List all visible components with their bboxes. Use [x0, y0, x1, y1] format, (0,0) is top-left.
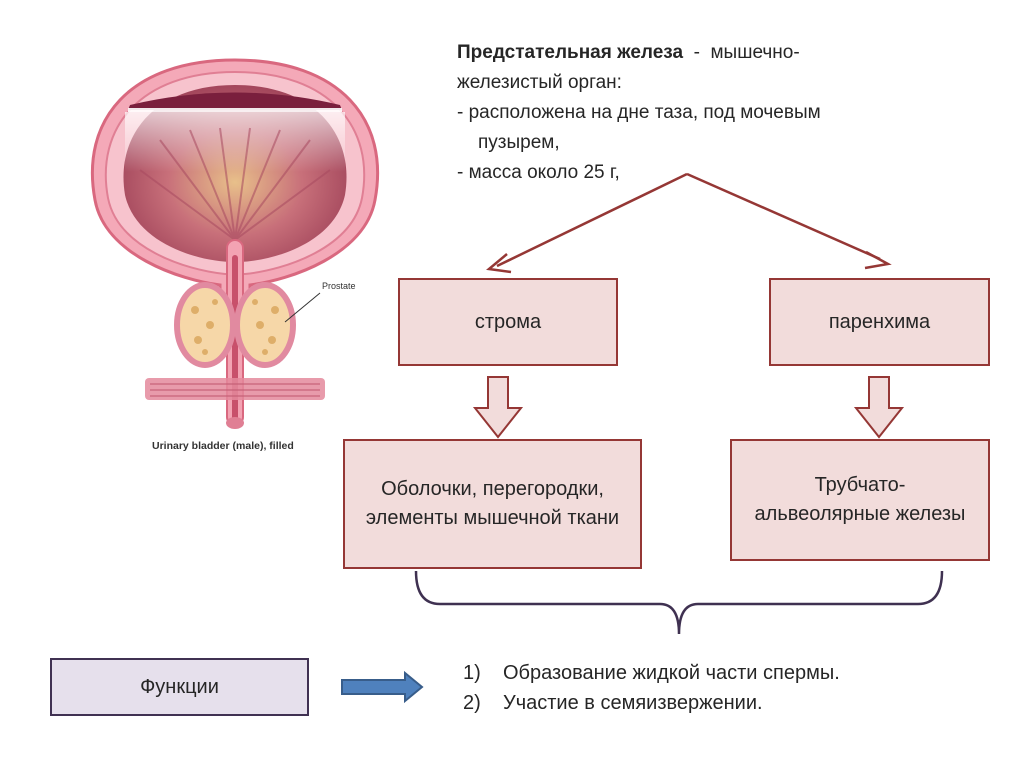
parenchyma-label: паренхима [828, 310, 931, 333]
functions-arrow [341, 670, 424, 704]
urine-level [128, 92, 342, 110]
split-arrowhead-left [486, 253, 512, 274]
stroma-detail-box: Оболочки, перегородки, элементы мышечной… [343, 439, 642, 569]
bladder-prostate-illustration [90, 58, 380, 429]
stroma-detail-text: Оболочки, перегородки, элементы мышечной… [365, 478, 620, 529]
stroma-label: строма [474, 310, 542, 333]
intro-point1-a: - расположена на дне таза, под мочевым [457, 102, 821, 123]
intro-title-cont: железистый орган: [457, 72, 622, 93]
split-arrow-left [496, 172, 688, 268]
parenchyma-detail-box: Трубчато-альвеолярные железы [730, 439, 990, 561]
functions-list: 1) Образование жидкой части спермы. 2) Уча… [463, 658, 840, 718]
function-item: 2) Участие в семяизвержении. [463, 688, 840, 718]
parenchyma-detail-text: Трубчато-альвеолярные железы [754, 474, 966, 525]
intro-text: Предстательная железа - мышечно- железис… [457, 38, 977, 188]
stroma-box: строма [398, 278, 618, 366]
intro-title-line: Предстательная железа - мышечно- [457, 38, 977, 68]
parenchyma-box: паренхима [769, 278, 990, 366]
intro-point1-b: пузырем, [478, 132, 560, 153]
function-item-text: Образование жидкой части спермы. [503, 662, 840, 684]
intro-title-bold: Предстательная железа [457, 42, 684, 63]
figure-caption: Urinary bladder (male), filled [152, 440, 294, 452]
block-arrow-parenchyma [853, 376, 905, 439]
functions-box: Функции [50, 658, 309, 716]
prostate-left-lobe [174, 282, 236, 368]
prostate-label: Prostate [322, 281, 356, 291]
function-item: 1) Образование жидкой части спермы. [463, 658, 840, 688]
function-item-number: 1) [463, 662, 481, 684]
function-item-text: Участие в семяизвержении. [503, 692, 763, 714]
intro-title-rest: - мышечно- [683, 42, 800, 63]
prostate-right-lobe [234, 282, 296, 368]
brace [414, 570, 944, 635]
split-arrow-right [686, 172, 881, 261]
split-arrowhead-right [864, 250, 892, 270]
function-item-number: 2) [463, 692, 481, 714]
block-arrow-stroma [472, 376, 524, 439]
functions-label: Функции [140, 675, 219, 698]
intro-point2: - масса около 25 г, [457, 162, 620, 183]
